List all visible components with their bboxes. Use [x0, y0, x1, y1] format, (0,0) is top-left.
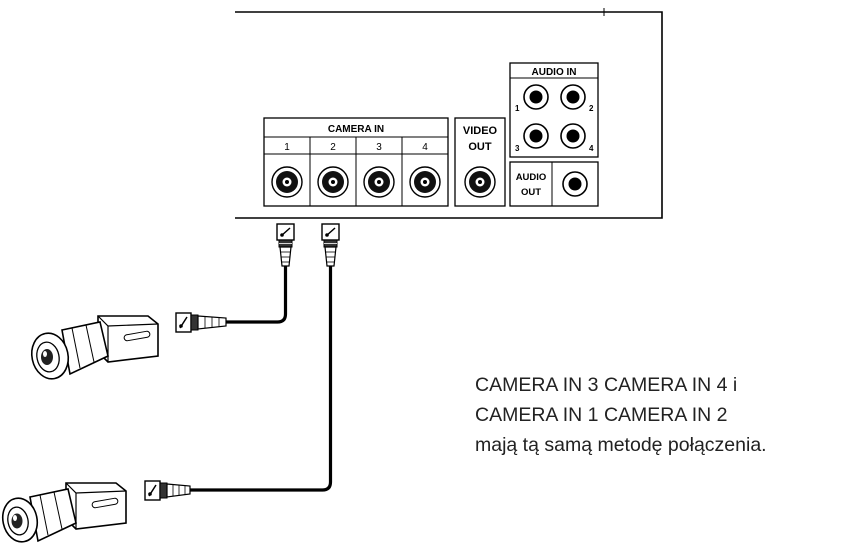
audio-out-block: AUDIO OUT: [509, 161, 599, 207]
audio-in-number-1: 1: [515, 104, 520, 113]
cctv-camera-upper: [30, 315, 159, 380]
bnc-jack-camera-3: [363, 166, 395, 198]
audio-in-title: AUDIO IN: [532, 67, 577, 78]
cable-camera-2: [190, 266, 333, 492]
bnc-plug-camera-1: [276, 223, 295, 267]
audio-in-number-4: 4: [589, 144, 594, 153]
bnc-jack-camera-1: [271, 166, 303, 198]
camera-channel-3-label: 3: [376, 142, 382, 153]
audio-in-number-2: 2: [589, 104, 594, 113]
connection-note: CAMERA IN 3 CAMERA IN 4 i CAMERA IN 1 CA…: [475, 370, 835, 460]
bnc-jack-camera-2: [317, 166, 349, 198]
note-line-1: CAMERA IN 3 CAMERA IN 4 i: [475, 374, 738, 396]
camera-in-block: CAMERA IN 1 2 3 4: [263, 117, 449, 207]
bnc-jack-video-out: [464, 166, 496, 198]
bnc-plug-upper-camera: [175, 312, 227, 333]
bnc-plug-lower-camera: [144, 480, 191, 501]
audio-in-block: AUDIO IN 1 2 3 4: [509, 62, 599, 158]
bnc-jack-camera-4: [409, 166, 441, 198]
camera-in-title: CAMERA IN: [328, 124, 384, 135]
note-line-2: CAMERA IN 1 CAMERA IN 2: [475, 404, 728, 426]
camera-channel-4-label: 4: [422, 142, 428, 153]
camera-channel-2-label: 2: [330, 142, 336, 153]
note-line-3: mają tą samą metodę połączenia.: [475, 434, 767, 456]
camera-channel-1-label: 1: [284, 142, 290, 153]
video-out-block: VIDEO OUT: [454, 117, 506, 207]
audio-out-label-line1: AUDIO: [516, 172, 547, 183]
rear-panel: [235, 8, 663, 219]
rca-jack-audio-in-2: [560, 84, 586, 110]
rca-jack-audio-out: [562, 171, 588, 197]
video-out-label-line1: VIDEO: [463, 125, 498, 137]
audio-out-label-line2: OUT: [521, 187, 541, 198]
video-out-label-line2: OUT: [468, 141, 492, 153]
bnc-plug-camera-2: [321, 223, 340, 267]
cable-camera-1: [226, 266, 288, 324]
audio-in-number-3: 3: [515, 144, 520, 153]
rca-jack-audio-in-4: [560, 123, 586, 149]
cctv-camera-lower: [1, 482, 127, 543]
panel-outline: [235, 11, 663, 219]
rca-jack-audio-in-1: [523, 84, 549, 110]
rca-jack-audio-in-3: [523, 123, 549, 149]
